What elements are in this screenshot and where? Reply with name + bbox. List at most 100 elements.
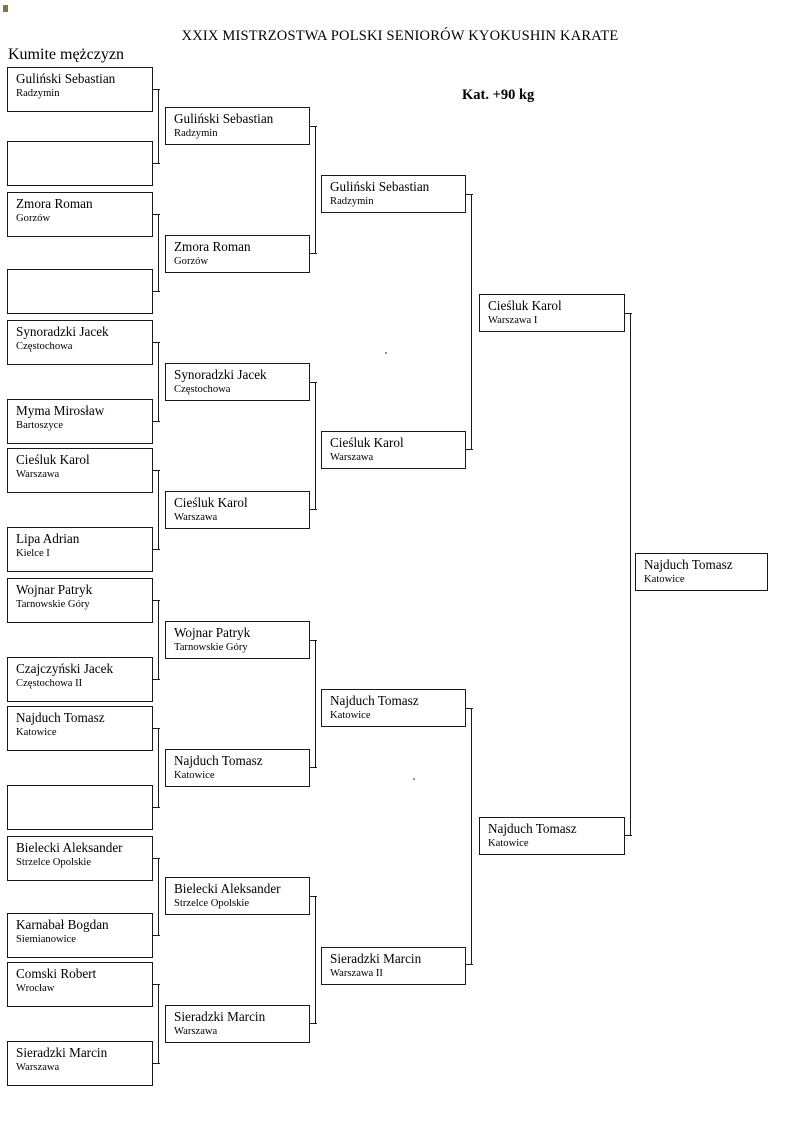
competitor-club: Warszawa II [330,968,383,979]
bracket-slot-winner[interactable]: Najduch Tomasz Katowice [635,553,768,591]
competitor-club: Siemianowice [16,934,77,945]
bracket-slot-r1-9[interactable]: Wojnar Patryk Tarnowskie Góry [7,578,153,623]
competitor-name: Sieradzki Marcin [174,1009,266,1024]
competitor-club: Warszawa [16,1062,60,1073]
bracket-slot-r2-7[interactable]: Bielecki Aleksander Strzelce Opolskie [165,877,310,915]
bracket-slot-r4-1[interactable]: Cieśluk Karol Warszawa I [479,294,625,332]
competitor-name: Synoradzki Jacek [16,324,109,339]
competitor-name: Zmora Roman [16,196,93,211]
competitor-club: Katowice [644,574,685,585]
connector-r3-r4-2 [471,708,473,965]
competitor-club: Częstochowa [16,341,73,352]
competitor-name: Guliński Sebastian [330,179,430,194]
connector-r1-r2-4-top [153,470,160,472]
competitor-club: Radzymin [16,88,60,99]
connector-r1-r2-1-bottom [153,163,160,165]
competitor-name: Najduch Tomasz [644,557,733,572]
competitor-club: Bartoszyce [16,420,64,431]
competitor-club: Warszawa I [488,315,538,326]
competitor-club: Kielce I [16,548,50,559]
connector-r1-r2-7 [158,858,160,935]
connector-r1-r2-7-top [153,858,160,860]
connector-r4-final [630,313,632,836]
bracket-slot-r1-13[interactable]: Bielecki Aleksander Strzelce Opolskie [7,836,153,881]
connector-r2-r3-3 [315,640,317,768]
bracket-slot-r2-1[interactable]: Guliński Sebastian Radzymin [165,107,310,145]
competitor-name: Cieśluk Karol [174,495,248,510]
connector-r2-r3-4-bottom [310,1023,317,1025]
connector-r1-r2-6 [158,728,160,807]
connector-r2-r3-4-top [310,896,317,898]
competitor-club: Warszawa [330,452,374,463]
bracket-slot-r1-15[interactable]: Comski Robert Wrocław [7,962,153,1007]
bracket-slot-r1-2[interactable] [7,141,153,186]
connector-r1-r2-7-bottom [153,935,160,937]
bracket-slot-r2-6[interactable]: Najduch Tomasz Katowice [165,749,310,787]
connector-r2-r3-1-top [310,126,317,128]
competitor-club: Radzymin [330,196,374,207]
competitor-name: Cieśluk Karol [16,452,90,467]
connector-r2-r3-2-bottom [310,509,317,511]
connector-r2-r3-2-top [310,382,317,384]
competitor-name: Guliński Sebastian [16,71,116,86]
connector-r1-r2-3-bottom [153,421,160,423]
bracket-slot-r1-1[interactable]: Guliński Sebastian Radzymin [7,67,153,112]
connector-r3-r4-2-bottom [466,964,473,966]
connector-r3-r4-1-bottom [466,449,473,451]
bracket-slot-r1-14[interactable]: Karnabał Bogdan Siemianowice [7,913,153,958]
competitor-name: Cieśluk Karol [330,435,404,450]
bracket-slot-r2-4[interactable]: Cieśluk Karol Warszawa [165,491,310,529]
bracket-slot-r1-8[interactable]: Lipa Adrian Kielce I [7,527,153,572]
competitor-club: Tarnowskie Góry [174,642,248,653]
competitor-club: Gorzów [174,256,209,267]
bracket-slot-r1-12[interactable] [7,785,153,830]
competitor-club: Warszawa [16,469,60,480]
bracket-slot-r4-2[interactable]: Najduch Tomasz Katowice [479,817,625,855]
bracket-slot-r1-10[interactable]: Czajczyński Jacek Częstochowa II [7,657,153,702]
connector-r3-r4-1-top [466,194,473,196]
competitor-club: Strzelce Opolskie [174,898,250,909]
competitor-club: Częstochowa II [16,678,83,689]
competitor-name: Zmora Roman [174,239,251,254]
connector-r1-r2-4-bottom [153,549,160,551]
bracket-slot-r3-1[interactable]: Guliński Sebastian Radzymin [321,175,466,213]
connector-r1-r2-8 [158,984,160,1063]
competitor-club: Katowice [174,770,215,781]
connector-r1-r2-2-top [153,214,160,216]
bracket-slot-r3-2[interactable]: Cieśluk Karol Warszawa [321,431,466,469]
bracket-slot-r2-5[interactable]: Wojnar Patryk Tarnowskie Góry [165,621,310,659]
competitor-name: Wojnar Patryk [16,582,93,597]
competitor-club: Katowice [488,838,529,849]
bracket-slot-r1-16[interactable]: Sieradzki Marcin Warszawa [7,1041,153,1086]
competitor-name: Cieśluk Karol [488,298,562,313]
competitor-name: Najduch Tomasz [330,693,419,708]
bracket-slot-r1-6[interactable]: Myma Mirosław Bartoszyce [7,399,153,444]
bracket-slot-r3-4[interactable]: Sieradzki Marcin Warszawa II [321,947,466,985]
connector-r1-r2-5-bottom [153,679,160,681]
connector-r1-r2-4 [158,470,160,549]
competitor-name: Najduch Tomasz [16,710,105,725]
competitor-name: Comski Robert [16,966,97,981]
competitor-club: Katowice [16,727,57,738]
bracket-slot-r1-4[interactable] [7,269,153,314]
competitor-name: Synoradzki Jacek [174,367,267,382]
competitor-name: Lipa Adrian [16,531,80,546]
competitor-name: Myma Mirosław [16,403,105,418]
bracket-slot-r1-5[interactable]: Synoradzki Jacek Częstochowa [7,320,153,365]
bracket-slot-r3-3[interactable]: Najduch Tomasz Katowice [321,689,466,727]
connector-r1-r2-8-bottom [153,1063,160,1065]
competitor-name: Sieradzki Marcin [16,1045,108,1060]
competitor-club: Warszawa [174,512,218,523]
bracket-slot-r1-7[interactable]: Cieśluk Karol Warszawa [7,448,153,493]
scan-speck [413,778,415,780]
bracket-slot-r2-2[interactable]: Zmora Roman Gorzów [165,235,310,273]
scan-speck [385,352,387,354]
connector-r1-r2-3-top [153,342,160,344]
bracket-slot-r1-3[interactable]: Zmora Roman Gorzów [7,192,153,237]
competitor-name: Najduch Tomasz [174,753,263,768]
bracket-slot-r1-11[interactable]: Najduch Tomasz Katowice [7,706,153,751]
connector-r3-r4-1 [471,194,473,450]
bracket-slot-r2-8[interactable]: Sieradzki Marcin Warszawa [165,1005,310,1043]
bracket-slot-r2-3[interactable]: Synoradzki Jacek Częstochowa [165,363,310,401]
